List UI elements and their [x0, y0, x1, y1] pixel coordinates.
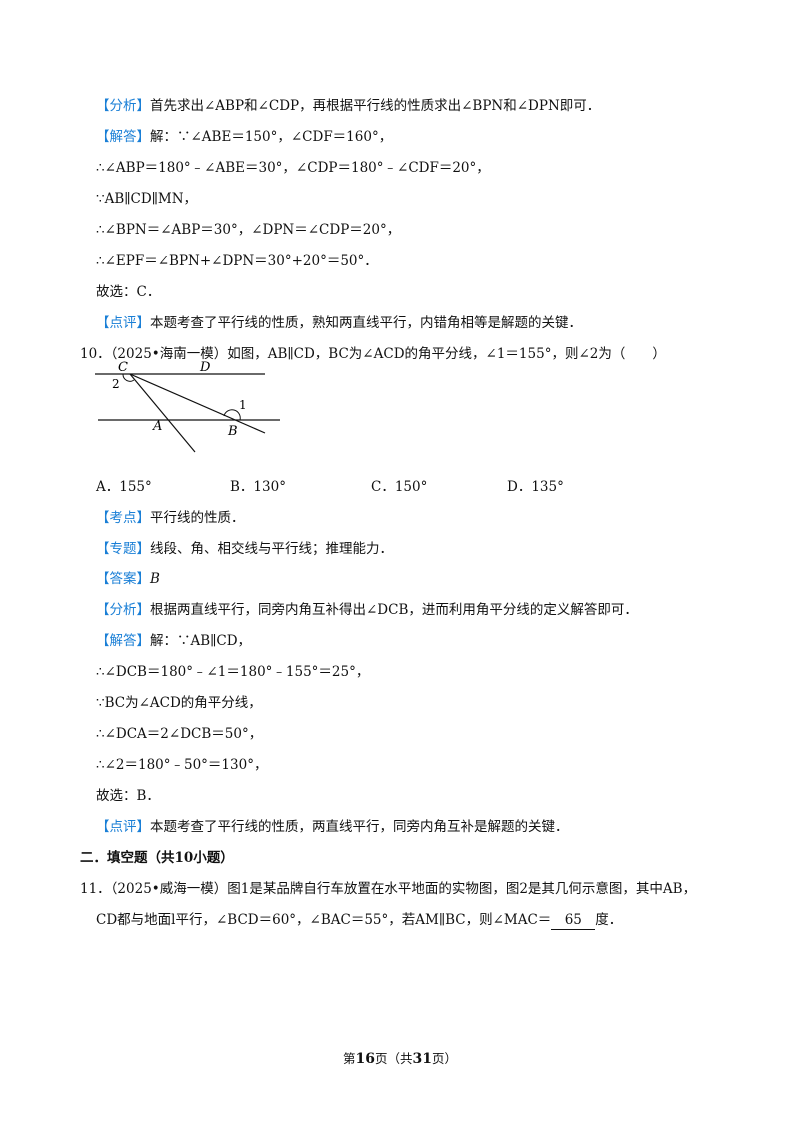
- q10-zhuanti: 【专题】线段、角、相交线与平行线；推理能力．: [96, 540, 393, 558]
- analysis-tag: 【分析】: [96, 602, 150, 618]
- comment-text: 本题考查了平行线的性质，熟知两直线平行，内错角相等是解题的关键．: [150, 315, 582, 331]
- label-c: C: [118, 360, 128, 375]
- q9-step: ∴∠ABP＝180°﹣∠ABE＝30°，∠CDP＝180°﹣∠CDF＝20°，: [96, 160, 490, 176]
- label-d: D: [199, 360, 211, 375]
- q10-step: ∴∠DCB＝180°﹣∠1＝180°﹣155°＝25°，: [96, 664, 370, 680]
- kaodian-text: 平行线的性质．: [150, 510, 245, 526]
- solution-intro: 解：∵AB∥CD，: [150, 633, 252, 649]
- answer-text: B: [150, 571, 160, 587]
- angle-1-arc: [223, 409, 241, 421]
- label-b: B: [227, 424, 238, 439]
- section-title: 二．填空题（共10小题）: [80, 850, 234, 866]
- analysis-text: 根据两直线平行，同旁内角互补得出∠DCB，进而利用角平分线的定义解答即可．: [150, 602, 638, 618]
- solution-intro: 解：∵∠ABE＝150°，∠CDF＝160°，: [150, 129, 393, 145]
- solution-tag: 【解答】: [96, 633, 150, 649]
- angle-2-arc: [122, 373, 135, 382]
- q10-step: ∵BC为∠ACD的角平分线，: [96, 695, 262, 711]
- zhuanti-tag: 【专题】: [96, 541, 150, 557]
- solution-tag: 【解答】: [96, 129, 150, 145]
- kaodian-tag: 【考点】: [96, 510, 150, 526]
- footer-post: 页）: [431, 1051, 457, 1066]
- comment-text: 本题考查了平行线的性质，两直线平行，同旁内角互补是解题的关键．: [150, 819, 569, 835]
- q10-comment: 【点评】本题考查了平行线的性质，两直线平行，同旁内角互补是解题的关键．: [96, 818, 569, 836]
- label-1: 1: [239, 398, 247, 412]
- q9-comment: 【点评】本题考查了平行线的性质，熟知两直线平行，内错角相等是解题的关键．: [96, 314, 582, 332]
- q11-line2: CD都与地面l平行，∠BCD＝60°，∠BAC＝55°，若AM∥BC，则∠MAC…: [96, 911, 622, 930]
- q10-step: ∴∠2＝180°﹣50°＝130°，: [96, 757, 268, 773]
- q10-stem: 10．（2025•海南一模）如图，AB∥CD，BC为∠ACD的角平分线，∠1＝1…: [80, 346, 666, 362]
- q9-solution: 【解答】解：∵∠ABE＝150°，∠CDF＝160°，: [96, 128, 392, 146]
- analysis-text: 首先求出∠ABP和∠CDP，再根据平行线的性质求出∠BPN和∠DPN即可．: [150, 98, 601, 114]
- comment-tag: 【点评】: [96, 819, 150, 835]
- answer-tag: 【答案】: [96, 571, 150, 587]
- option-c: C．150°: [371, 479, 428, 495]
- page-number: 16: [355, 1051, 375, 1067]
- q10-answer: 【答案】B: [96, 570, 160, 588]
- q11-line2-pre: CD都与地面l平行，∠BCD＝60°，∠BAC＝55°，若AM∥BC，则∠MAC…: [96, 912, 552, 928]
- footer-mid: 页（共: [374, 1051, 413, 1066]
- q10-figure: C D 2 1 A B: [95, 360, 280, 453]
- line-ca: [129, 373, 196, 453]
- page-total: 31: [412, 1051, 432, 1067]
- q10-kaodian: 【考点】平行线的性质．: [96, 509, 245, 527]
- footer-pre: 第: [342, 1051, 356, 1066]
- q9-step: ∴∠EPF＝∠BPN+∠DPN＝30°+20°＝50°．: [96, 253, 378, 269]
- option-b: B．130°: [230, 479, 286, 495]
- q10-step: ∴∠DCA＝2∠DCB＝50°，: [96, 726, 263, 742]
- page-footer: 第16页（共31页）: [0, 1048, 800, 1067]
- comment-tag: 【点评】: [96, 315, 150, 331]
- label-a: A: [152, 419, 162, 434]
- label-2: 2: [112, 377, 120, 391]
- q11-line1: 11．（2025•威海一模）图1是某品牌自行车放置在水平地面的实物图，图2是其几…: [80, 881, 697, 897]
- zhuanti-text: 线段、角、相交线与平行线；推理能力．: [150, 541, 393, 557]
- q11-line2-post: 度．: [595, 912, 623, 928]
- option-a: A．155°: [96, 479, 152, 495]
- q9-step: ∵AB∥CD∥MN，: [96, 191, 198, 207]
- q9-analysis: 【分析】首先求出∠ABP和∠CDP，再根据平行线的性质求出∠BPN和∠DPN即可…: [96, 97, 600, 115]
- q10-analysis: 【分析】根据两直线平行，同旁内角互补得出∠DCB，进而利用角平分线的定义解答即可…: [96, 601, 638, 619]
- analysis-tag: 【分析】: [96, 98, 150, 114]
- q11-answer-blank: 65: [551, 911, 596, 930]
- q9-step: ∴∠BPN＝∠ABP＝30°，∠DPN＝∠CDP＝20°，: [96, 222, 401, 238]
- q10-step: 故选：B．: [96, 788, 160, 804]
- q9-step: 故选：C．: [96, 284, 161, 300]
- line-cb: [129, 373, 266, 434]
- q10-solution: 【解答】解：∵AB∥CD，: [96, 632, 251, 650]
- option-d: D．135°: [507, 479, 564, 495]
